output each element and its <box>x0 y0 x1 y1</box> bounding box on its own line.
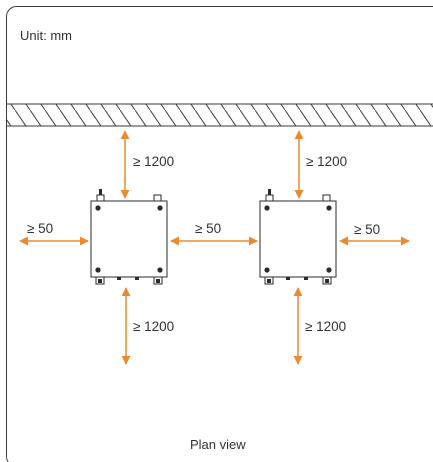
unit-label: Unit: mm <box>20 28 72 43</box>
device-left <box>90 188 168 285</box>
clearance-right-label: ≥ 50 <box>354 222 380 237</box>
wall <box>7 103 433 127</box>
plan-view-caption: Plan view <box>190 437 246 452</box>
clearance-middle-label: ≥ 50 <box>195 221 221 236</box>
clearance-bottom-right-label: ≥ 1200 <box>305 319 346 334</box>
clearance-top-right-label: ≥ 1200 <box>306 154 347 169</box>
clearance-left-label: ≥ 50 <box>27 221 53 236</box>
clearance-top-left-label: ≥ 1200 <box>133 154 174 169</box>
clearance-bottom-left-label: ≥ 1200 <box>133 319 174 334</box>
device-right <box>259 188 337 285</box>
